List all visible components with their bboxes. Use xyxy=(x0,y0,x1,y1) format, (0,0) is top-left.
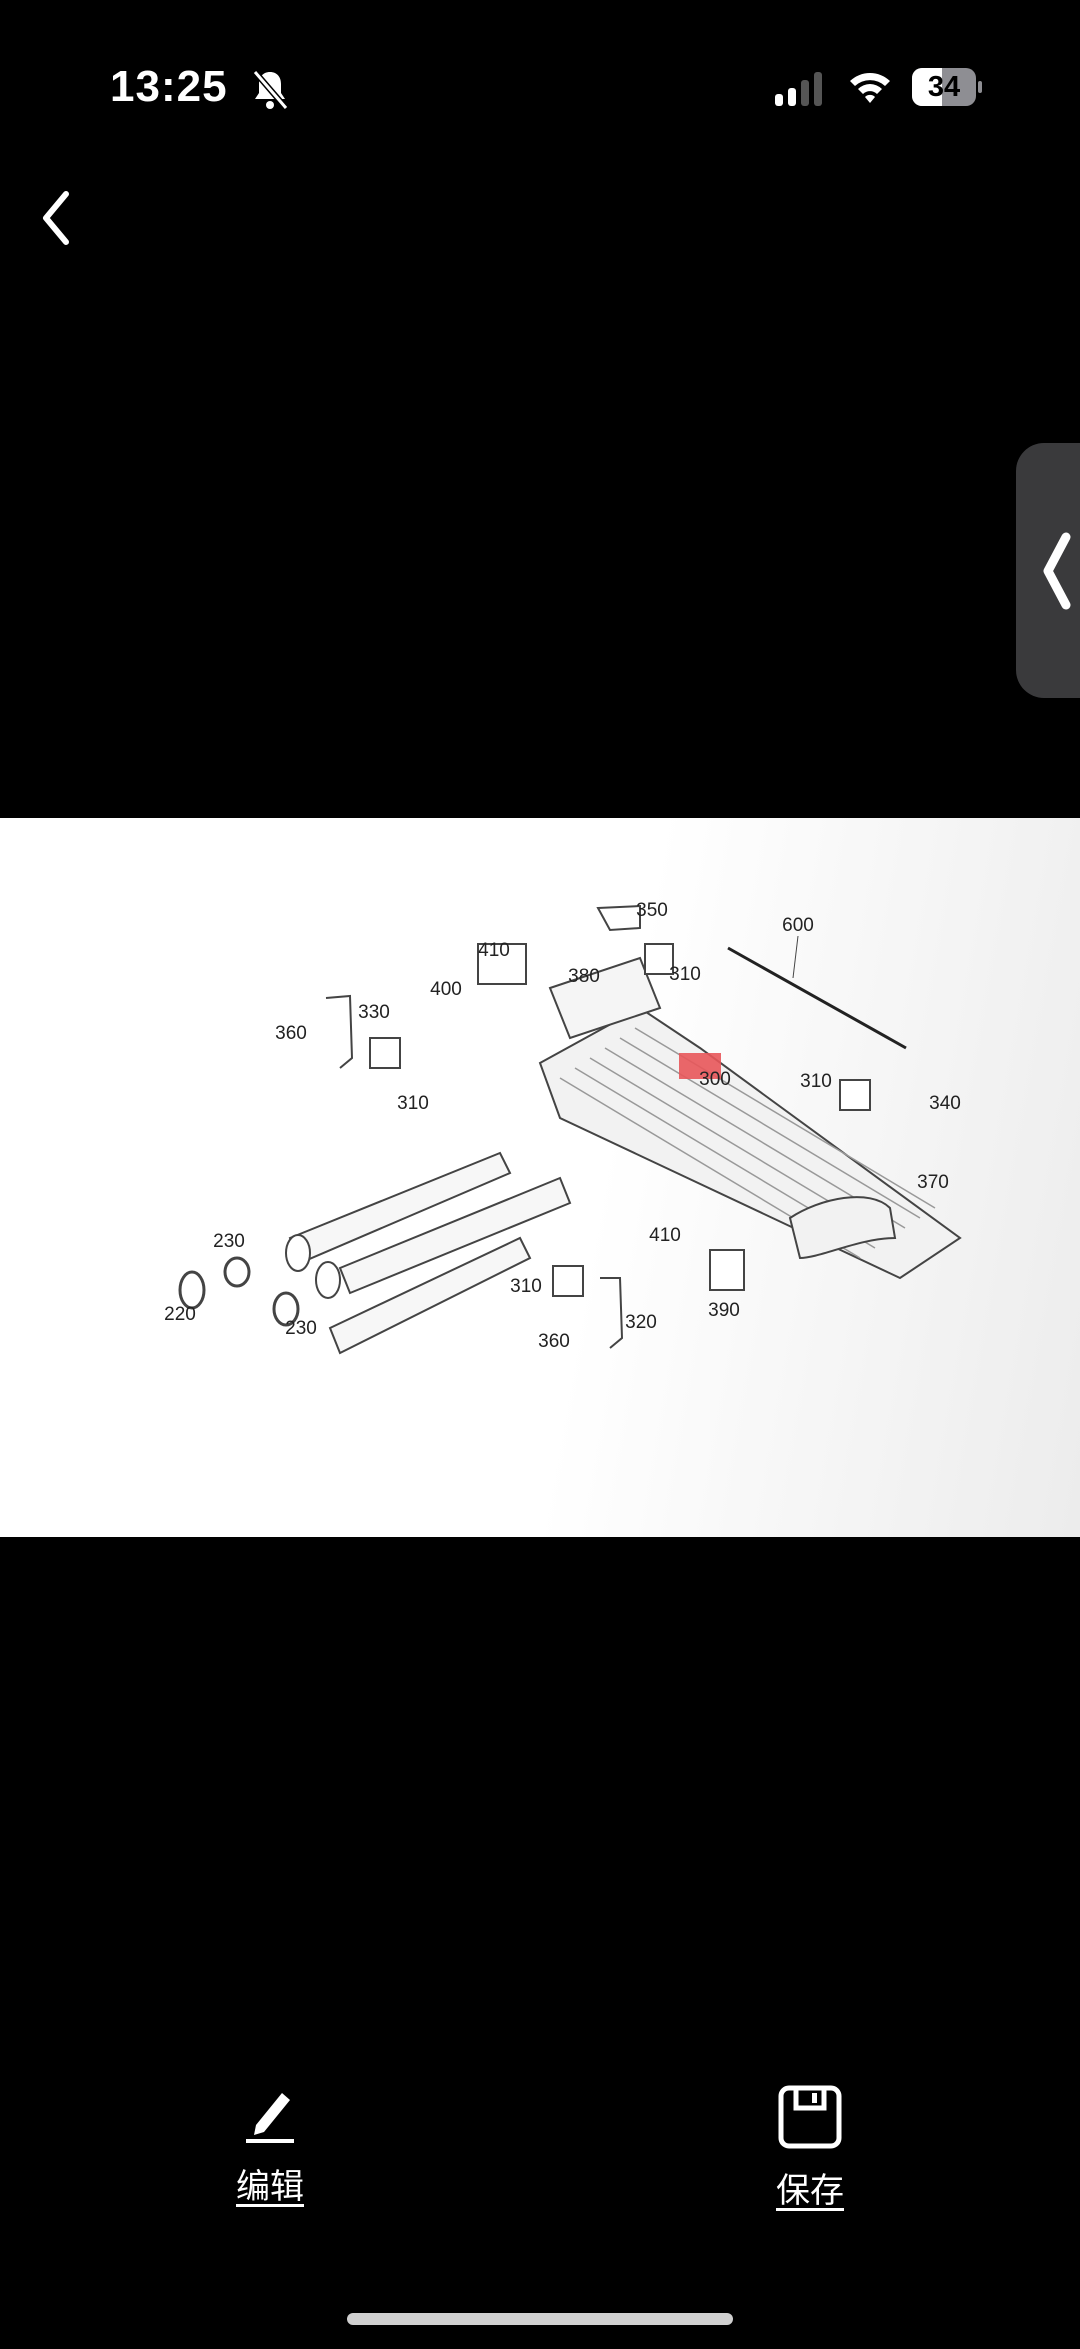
part-label[interactable]: 600 xyxy=(782,915,814,936)
save-label: 保存 xyxy=(776,2172,844,2210)
part-label[interactable]: 400 xyxy=(430,979,462,1000)
parts-diagram-image[interactable]: 350 600 410 380 310 400 330 360 300 310 … xyxy=(0,818,1080,1537)
part-label[interactable]: 320 xyxy=(625,1312,657,1333)
wifi-icon xyxy=(850,73,890,103)
part-label[interactable]: 360 xyxy=(275,1023,307,1044)
part-label[interactable]: 380 xyxy=(568,966,600,987)
part-label[interactable]: 370 xyxy=(917,1172,949,1193)
chevron-left-icon[interactable] xyxy=(38,190,78,246)
part-label[interactable]: 310 xyxy=(397,1093,429,1114)
home-indicator[interactable] xyxy=(347,2313,733,2325)
part-label[interactable]: 310 xyxy=(669,964,701,985)
part-label[interactable]: 410 xyxy=(478,940,510,961)
part-label[interactable]: 230 xyxy=(213,1231,245,1252)
bell-slash-icon xyxy=(252,70,289,110)
highlight-marker xyxy=(679,1053,721,1079)
save-button[interactable]: 保存 xyxy=(740,2085,880,2212)
side-panel-handle[interactable] xyxy=(1016,443,1080,698)
part-label[interactable]: 410 xyxy=(649,1225,681,1246)
part-label[interactable]: 220 xyxy=(164,1304,196,1325)
part-label[interactable]: 330 xyxy=(358,1002,390,1023)
signal-icon xyxy=(775,72,822,106)
part-label[interactable]: 340 xyxy=(929,1093,961,1114)
chevron-left-icon xyxy=(1043,532,1071,610)
edit-button[interactable]: 编辑 xyxy=(200,2085,340,2208)
floppy-disk-icon xyxy=(778,2085,842,2149)
edit-label: 编辑 xyxy=(236,2168,304,2206)
battery-indicator: 34 xyxy=(912,68,982,106)
pencil-icon xyxy=(246,2093,294,2143)
battery-level: 34 xyxy=(927,71,961,103)
part-label[interactable]: 350 xyxy=(636,900,668,921)
status-time: 13:25 xyxy=(110,62,228,111)
part-label[interactable]: 300 xyxy=(699,1069,731,1090)
part-label[interactable]: 310 xyxy=(510,1276,542,1297)
part-label[interactable]: 230 xyxy=(285,1318,317,1339)
part-label[interactable]: 360 xyxy=(538,1331,570,1352)
part-label[interactable]: 310 xyxy=(800,1071,832,1092)
part-label[interactable]: 390 xyxy=(708,1300,740,1321)
